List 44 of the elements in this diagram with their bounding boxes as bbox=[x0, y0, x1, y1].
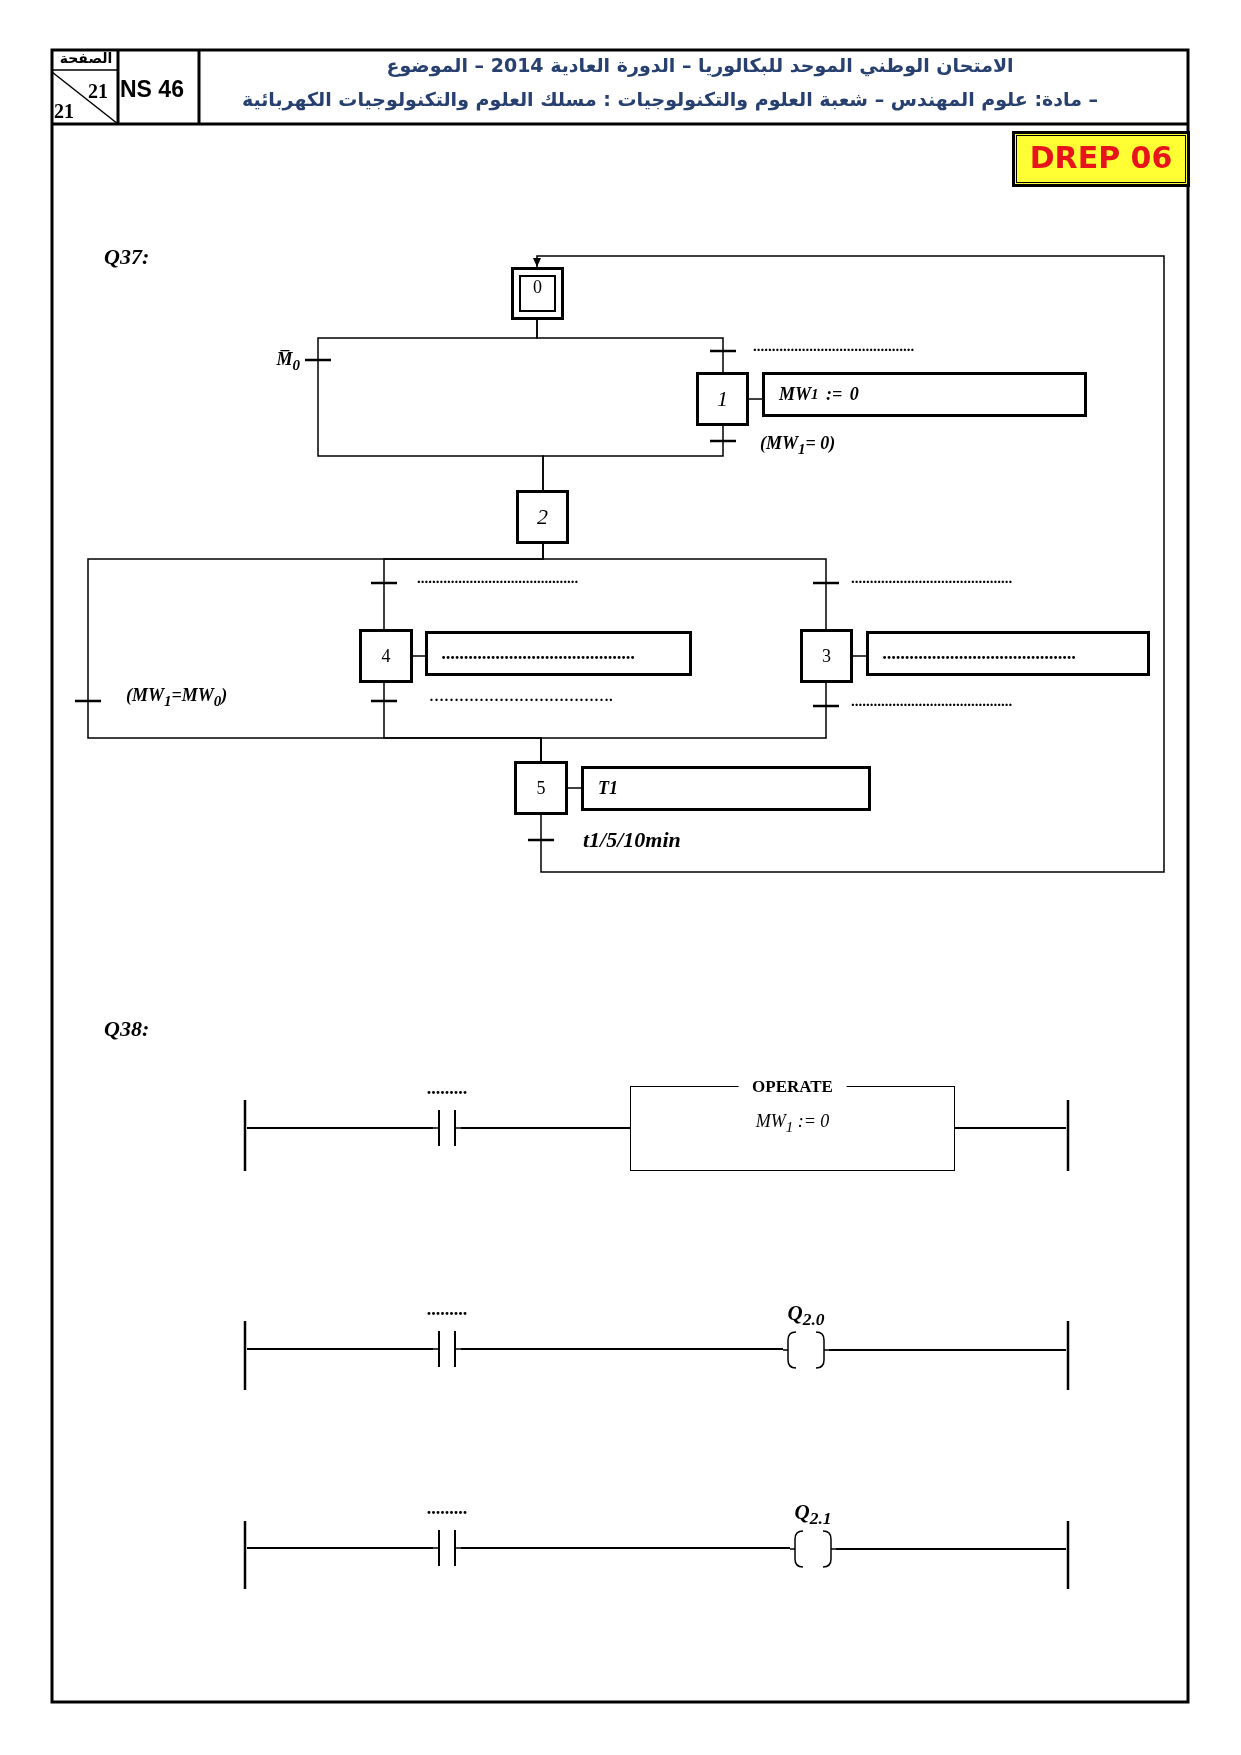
fill-in-dots: ........................................... bbox=[851, 570, 1013, 587]
question-number: Q38: bbox=[104, 1016, 151, 1043]
power-rail bbox=[243, 1100, 247, 1171]
step-box: 5 bbox=[514, 761, 568, 815]
power-rail bbox=[1066, 1321, 1070, 1390]
initial-step-box: 0 bbox=[511, 267, 564, 320]
page-label: الصفحة bbox=[58, 50, 114, 68]
fill-in-dots: ......... bbox=[425, 1077, 469, 1100]
coil-symbol bbox=[783, 1331, 829, 1369]
subject-line: – مادة: علوم المهندس – شعبة العلوم والتكنولوجيات : مسلك العلوم والتكنولوجيات الكهربائية bbox=[240, 88, 1100, 113]
action-box: ........................................... bbox=[866, 631, 1150, 676]
sheet-code-badge: DREP 06 bbox=[1014, 133, 1188, 185]
page-total: 21 bbox=[54, 100, 75, 122]
contact-symbol bbox=[433, 1331, 461, 1367]
fill-in-dots: ………………………………. bbox=[429, 688, 613, 705]
coil-symbol bbox=[790, 1530, 836, 1568]
power-rail bbox=[1066, 1100, 1070, 1171]
transition-condition: M̅$_{0}$ bbox=[276, 349, 300, 374]
question-number: Q37: bbox=[104, 244, 151, 271]
power-rail bbox=[243, 1321, 247, 1390]
transition-condition: (MW$_{1}$= 0) bbox=[760, 433, 836, 458]
power-rail bbox=[1066, 1521, 1070, 1589]
fill-in-dots: ......... bbox=[425, 1298, 469, 1321]
block-instruction: MW$_{1}$ := 0 bbox=[755, 1111, 830, 1136]
transition-condition: (MW$_{1}$=MW$_{0}$) bbox=[126, 685, 228, 710]
exam-title: الامتحان الوطني الموحد للبكالوريا – الدورة العادية 2014 – الموضوع bbox=[385, 54, 1015, 79]
contact-symbol bbox=[433, 1530, 461, 1566]
step-box: 2 bbox=[516, 490, 569, 544]
step-box: 3 bbox=[800, 629, 853, 683]
action-box: T1 bbox=[581, 766, 871, 811]
step-box: 1 bbox=[696, 372, 749, 426]
transition-condition: t1/5/10min bbox=[583, 827, 681, 853]
output-label: Q$_{2.1}$ bbox=[793, 1500, 833, 1531]
power-rail bbox=[243, 1521, 247, 1589]
output-label: Q$_{2.0}$ bbox=[786, 1301, 826, 1332]
page-number: 21 bbox=[88, 80, 109, 102]
action-box: ........................................... bbox=[425, 631, 692, 676]
fill-in-dots: ........................................... bbox=[753, 338, 915, 355]
exam-code: NS 46 bbox=[120, 76, 185, 104]
fill-in-dots: ......... bbox=[425, 1497, 469, 1520]
fill-in-dots: ........................................... bbox=[851, 693, 1013, 710]
contact-symbol bbox=[433, 1110, 461, 1146]
fill-in-dots: ........................................... bbox=[417, 570, 579, 587]
step-box: 4 bbox=[359, 629, 413, 683]
